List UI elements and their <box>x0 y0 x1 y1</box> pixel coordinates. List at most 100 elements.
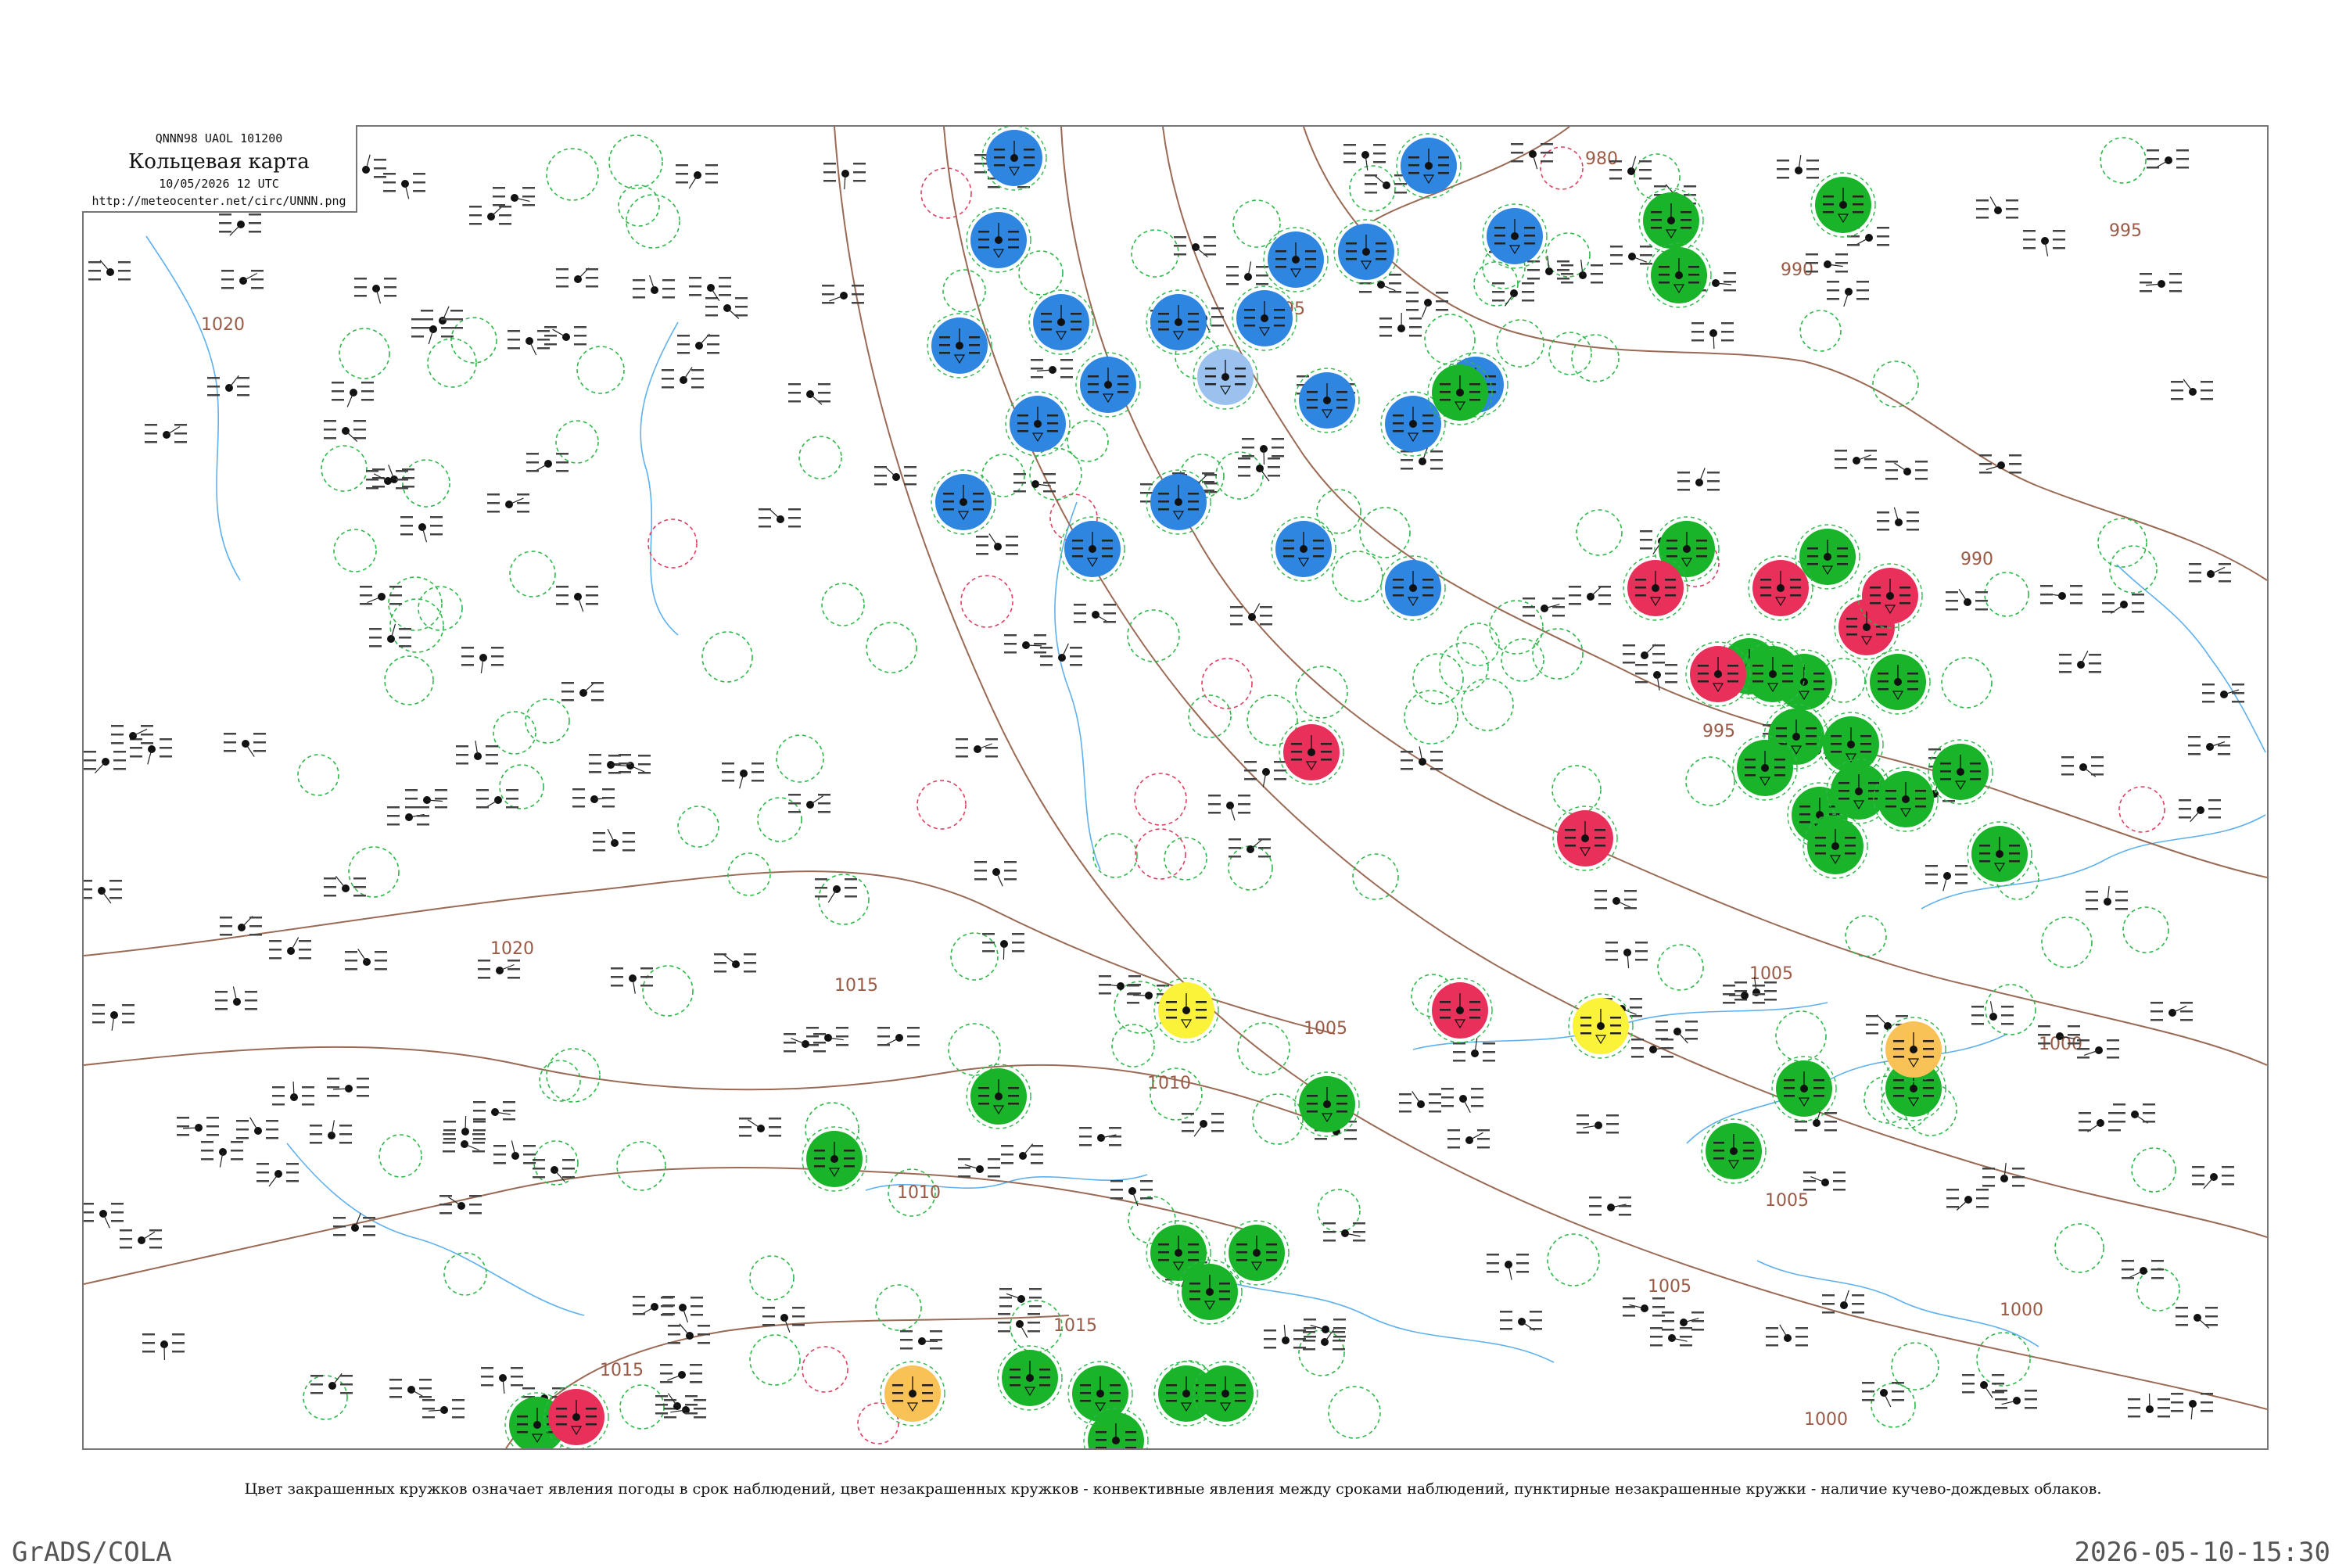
station-value-mark <box>1039 1376 1050 1379</box>
station-value-mark <box>1868 790 1879 792</box>
cb-cloud-ring <box>1457 623 1499 666</box>
station-value-mark <box>84 880 92 882</box>
station-value-mark <box>1070 655 1082 658</box>
station-value-mark <box>1447 1138 1460 1140</box>
station-value-mark <box>2219 572 2231 574</box>
station-value-mark <box>2201 381 2213 383</box>
filled-station <box>1272 517 1336 581</box>
station-value-mark <box>874 483 887 486</box>
station-value-mark <box>1389 291 1401 293</box>
station-value-mark <box>324 877 336 880</box>
cb-cloud-ring <box>1873 361 1918 407</box>
station-value-mark <box>1219 1283 1230 1285</box>
filled-station <box>1264 228 1328 292</box>
station-value-mark <box>324 420 336 422</box>
station-value-mark <box>1004 878 1017 881</box>
station-value-mark <box>1619 1197 1631 1199</box>
station-value-mark <box>366 470 378 472</box>
station-value-mark <box>664 1416 676 1419</box>
station-value-mark <box>1376 250 1386 253</box>
station-value-mark <box>174 424 187 426</box>
station-value-mark <box>1630 1006 1642 1009</box>
station-value-mark <box>1333 1327 1346 1329</box>
station-value-mark <box>1688 274 1699 276</box>
cb-cloud-ring <box>799 436 841 479</box>
station-value-mark <box>1655 1038 1668 1040</box>
station-value-mark <box>2107 1039 2119 1042</box>
station-value-mark <box>1029 1288 1042 1290</box>
station-value-mark <box>1004 643 1017 645</box>
station-value-mark <box>998 1322 1010 1324</box>
station-value-mark <box>2150 1010 2163 1013</box>
wind-shaft <box>1957 1200 1968 1211</box>
station-plot <box>982 933 1024 960</box>
station-value-mark <box>1346 250 1357 253</box>
cb-cloud-ring <box>1776 1011 1826 1061</box>
station-value-mark <box>1430 768 1443 770</box>
station-value-mark <box>1970 770 1981 773</box>
station-value-mark <box>1605 942 1618 944</box>
station-value-mark <box>1992 1374 2004 1376</box>
station-value-mark <box>1707 472 1720 474</box>
cb-cloud-ring <box>2132 1148 2176 1192</box>
station-value-mark <box>160 747 172 749</box>
station-value-mark <box>384 286 396 289</box>
station-value-mark <box>389 1396 402 1398</box>
station-value-mark <box>1158 493 1169 495</box>
station-value-mark <box>1079 1136 1092 1138</box>
wind-shaft <box>1959 589 1968 602</box>
station-value-mark <box>2201 398 2213 400</box>
station-value-mark <box>383 181 396 184</box>
station-value-mark <box>2202 701 2215 703</box>
station-plot <box>1561 260 1603 283</box>
station-value-mark <box>357 1078 369 1080</box>
station-value-mark <box>1856 298 1869 300</box>
station-value-mark <box>719 277 731 279</box>
station-value-mark <box>1677 489 1690 491</box>
station-value-mark <box>1777 177 1789 179</box>
isobar-label: 1010 <box>1147 1074 1191 1093</box>
station-plot <box>974 861 1017 886</box>
station-value-mark <box>1845 845 1856 847</box>
station-value-mark <box>1815 852 1826 855</box>
station-value-mark <box>1782 680 1793 683</box>
station-plot <box>561 682 604 701</box>
station-value-mark <box>2122 1268 2134 1271</box>
station-value-mark <box>1109 1144 1121 1146</box>
station-plot <box>676 164 718 188</box>
station-value-mark <box>792 1324 805 1326</box>
station-value-mark <box>1494 242 1505 245</box>
station-value-mark <box>149 1229 162 1232</box>
station-value-mark <box>562 1159 575 1161</box>
station-value-mark <box>405 798 418 800</box>
station-value-mark <box>722 762 734 765</box>
station-value-mark <box>1365 183 1377 185</box>
station-value-mark <box>1893 1079 1904 1082</box>
station-plot <box>493 187 535 206</box>
station-value-mark <box>1001 1154 1013 1156</box>
station-value-mark <box>1795 1344 1808 1347</box>
station-value-mark <box>1211 1113 1224 1115</box>
station-value-mark <box>1784 1095 1795 1097</box>
station-value-mark <box>1652 1306 1665 1308</box>
station-value-mark <box>1605 950 1618 953</box>
station-plot <box>405 789 447 809</box>
wind-shaft <box>95 762 106 773</box>
station-value-mark <box>1795 1129 1807 1132</box>
station-value-mark <box>1979 852 1990 855</box>
station-value-mark <box>705 314 718 317</box>
wind-shaft <box>2190 810 2201 822</box>
cb-cloud-ring <box>493 712 536 754</box>
station-value-mark <box>1837 563 1848 565</box>
station-value-mark <box>1060 359 1073 361</box>
station-value-mark <box>256 1163 269 1165</box>
station-value-mark <box>443 1129 456 1132</box>
station-value-mark <box>1696 540 1707 542</box>
station-value-mark <box>172 1342 185 1344</box>
station-value-mark <box>1264 1338 1276 1340</box>
station-value-mark <box>1188 1251 1199 1254</box>
station-value-mark <box>1640 254 1652 257</box>
station-value-mark <box>1028 1313 1040 1315</box>
station-value-mark <box>1429 1111 1441 1113</box>
station-value-mark <box>487 511 500 513</box>
